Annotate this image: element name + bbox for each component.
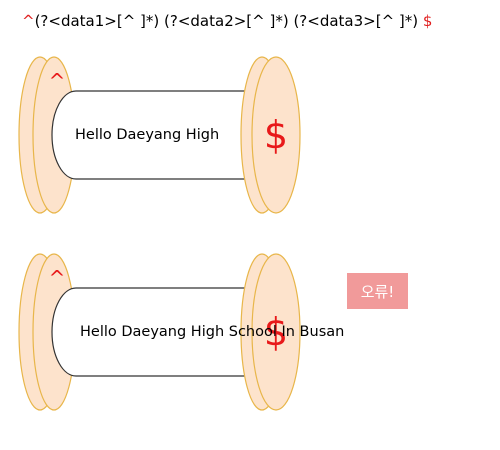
start-anchor-symbol: ^ <box>49 69 66 93</box>
regex-start-anchor: ^ <box>22 12 35 30</box>
right-flange-front <box>251 56 301 214</box>
spool-1: ^ $ Hello Daeyang High <box>18 56 301 214</box>
regex-end-anchor: $ <box>422 12 433 30</box>
regex-pattern: ^(?<data1>[^ ]*) (?<data2>[^ ]*) (?<data… <box>22 12 432 30</box>
error-badge: 오류! <box>347 273 408 309</box>
start-anchor-symbol: ^ <box>49 266 66 290</box>
barrel <box>51 90 263 180</box>
barrel <box>51 287 263 377</box>
end-anchor-symbol: $ <box>264 310 288 354</box>
right-flange-front <box>251 253 301 411</box>
spool-text-overflow: Hello Daeyang High School In Busan <box>80 324 344 340</box>
spool-text: Hello Daeyang High <box>75 127 219 143</box>
spool-2: ^ $ Hello Daeyang High School In Busan <box>18 253 344 411</box>
end-anchor-symbol: $ <box>264 113 288 157</box>
regex-body: (?<data1>[^ ]*) (?<data2>[^ ]*) (?<data3… <box>34 12 419 30</box>
